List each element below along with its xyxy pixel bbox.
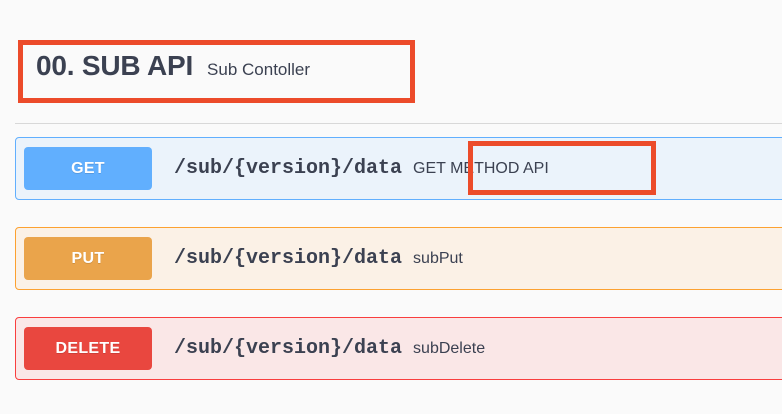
tag-divider [15,123,782,124]
operation-block-put: PUT /sub/{version}/data subPut [0,227,782,290]
tag-subtitle: Sub Contoller [207,60,311,79]
operation-summary-delete: subDelete [413,339,486,357]
operation-row-put[interactable]: PUT /sub/{version}/data subPut [15,227,782,290]
operation-row-delete[interactable]: DELETE /sub/{version}/data subDelete [15,317,782,380]
operation-path-delete: /sub/{version}/data [174,337,403,360]
method-badge-get[interactable]: GET [24,147,152,190]
operation-path-put: /sub/{version}/data [174,247,403,270]
operation-summary-get: GET METHOD API [413,159,549,177]
method-badge-delete[interactable]: DELETE [24,327,152,370]
tag-header[interactable]: 00. SUB API Sub Contoller [36,52,310,80]
operation-summary-put: subPut [413,249,463,267]
page-title: 00. SUB API [36,50,194,81]
operation-block-delete: DELETE /sub/{version}/data subDelete [0,317,782,380]
operation-list: GET /sub/{version}/data GET METHOD API P… [0,137,782,407]
operation-path-get: /sub/{version}/data [174,157,403,180]
operation-block-get: GET /sub/{version}/data GET METHOD API [0,137,782,200]
operation-row-get[interactable]: GET /sub/{version}/data GET METHOD API [15,137,782,200]
method-badge-put[interactable]: PUT [24,237,152,280]
